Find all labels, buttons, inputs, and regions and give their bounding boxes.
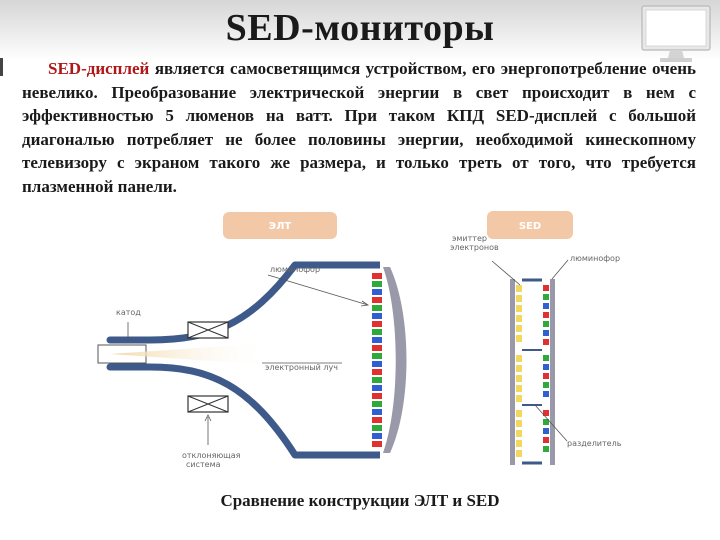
crt-tube <box>97 261 407 459</box>
sed-label-leaders <box>491 259 569 442</box>
deflection-coil-bottom <box>187 395 229 413</box>
deflection-coil-top <box>187 321 229 339</box>
crt-phosphor-strip <box>372 271 382 449</box>
monitor-icon <box>641 5 711 62</box>
crt-phosphor-label: люминофор <box>270 265 320 274</box>
deflection-label-line1: отклоняющая <box>182 451 241 460</box>
paragraph-text: является самосветящимся устройством, его… <box>22 59 696 196</box>
cathode-label: катод <box>116 308 141 317</box>
deflection-label-line2: система <box>186 460 221 469</box>
crt-label-leaders <box>127 274 370 445</box>
crt-header-label: ЭЛТ <box>269 221 292 232</box>
sed-header-label: SED <box>519 221 541 232</box>
sed-panel <box>510 278 555 465</box>
crt-vs-sed-diagram: ЭЛТ SED <box>97 211 622 469</box>
title-bar-background <box>0 0 720 60</box>
body-paragraph: SED-дисплей является самосветящимся устр… <box>22 57 696 198</box>
diagram-caption: Сравнение конструкции ЭЛТ и SED <box>220 491 500 510</box>
sed-header-box: SED <box>487 211 573 239</box>
sed-emitter-strip <box>516 285 522 457</box>
sed-emitter-label-line1: эмиттер <box>452 234 487 243</box>
slide-title: SED-мониторы <box>225 7 495 49</box>
sed-phosphor-label: люминофор <box>570 254 620 263</box>
sed-spacer-label: разделитель <box>567 439 622 448</box>
left-edge-marker <box>0 58 3 76</box>
sed-emitter-label-line2: электронов <box>450 243 499 252</box>
crt-header-box: ЭЛТ <box>223 212 337 239</box>
sed-phosphor-strip <box>543 285 549 452</box>
electron-beam-label: электронный луч <box>265 363 338 372</box>
sed-display-term: SED-дисплей <box>48 59 150 78</box>
